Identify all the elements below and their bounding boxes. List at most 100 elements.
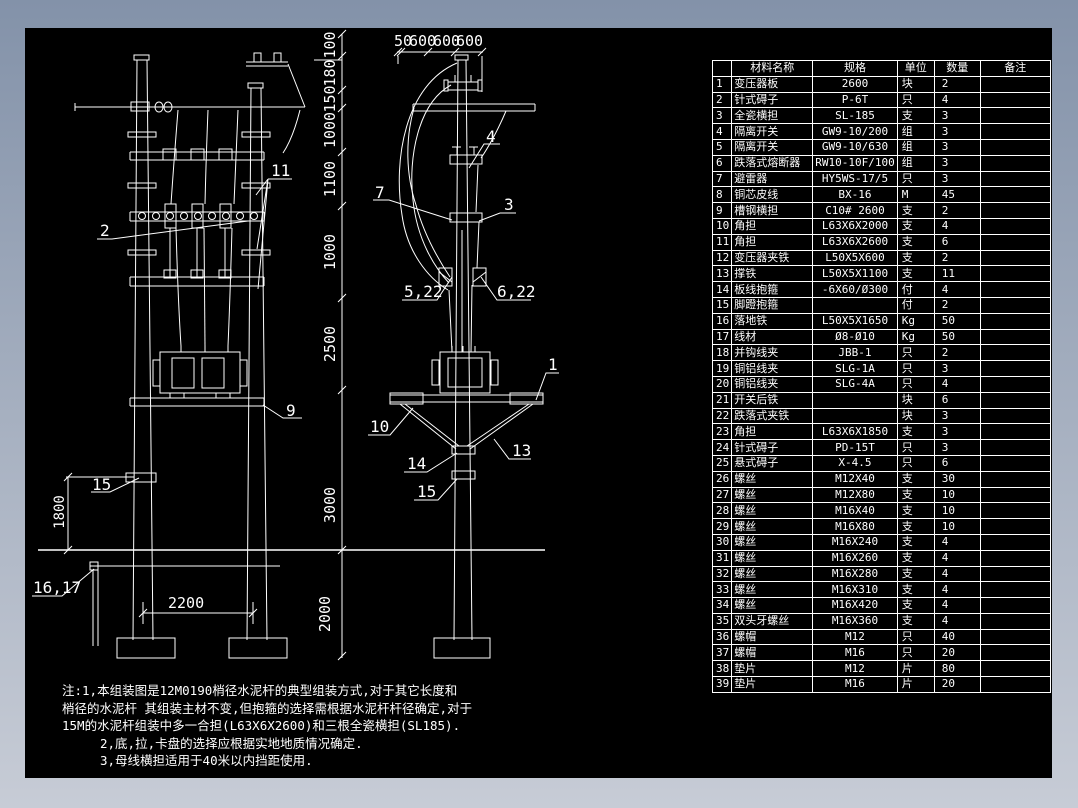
bom-cell: 36 [711,628,733,646]
bom-cell [979,217,1051,235]
bom-cell: 3 [933,123,981,140]
bom-cell: 铜铝线夹 [731,360,814,377]
bom-cell: 螺帽 [731,628,814,646]
bom-cell: 2 [933,296,981,314]
bom-cell [979,312,1051,330]
bom-header-cell [711,60,733,77]
bom-cell: 角担 [731,233,814,251]
bom-cell: 4 [711,123,733,140]
bom-cell: 6 [711,154,733,172]
dim-label: 1800 [52,495,68,529]
bom-cell: M16X260 [812,549,898,567]
bom-cell: 角担 [731,423,814,441]
bom-cell: 6 [933,233,981,251]
bom-cell: 18 [711,344,733,362]
bom-cell [979,597,1051,614]
bom-cell: 支 [896,107,935,125]
bom-cell: 3 [933,439,981,456]
bom-cell: 38 [711,660,733,678]
bom-cell: 支 [896,565,935,583]
bom-cell: 3 [933,407,981,425]
bom-cell: 1 [711,75,733,93]
bom-cell [979,644,1051,662]
bom-cell: 只 [896,439,935,456]
bom-cell [979,565,1051,583]
callout-label: 7 [375,183,385,202]
bom-cell: 只 [896,628,935,646]
bom-cell: 只 [896,170,935,188]
bom-cell: 垫片 [731,676,814,693]
bom-cell: L63X6X2600 [812,233,898,251]
bom-cell: 40 [933,628,981,646]
bom-cell: 4 [933,565,981,583]
bom-cell: 3 [933,154,981,172]
dim-label: 1000 [321,234,339,270]
bom-cell [979,486,1051,504]
bom-cell: 支 [896,502,935,520]
bom-cell: 3 [711,107,733,125]
bom-cell: 支 [896,202,935,219]
bom-cell: 跌落式熔断器 [731,154,814,172]
bom-cell: M16X80 [812,518,898,535]
bom-cell: 付 [896,296,935,314]
bom-cell: 螺丝 [731,565,814,583]
bom-cell: 针式碍子 [731,91,814,109]
bom-cell [979,249,1051,267]
bom-cell: 支 [896,518,935,535]
bom-cell [979,660,1051,678]
bom-cell [979,107,1051,125]
bom-cell: 铜铝线夹 [731,375,814,393]
bom-cell: 开关后铁 [731,391,814,409]
bom-cell [979,518,1051,535]
bom-cell: SLG-4A [812,375,898,393]
bom-cell: 全瓷横担 [731,107,814,125]
bom-cell: M16X40 [812,502,898,520]
dim-label: 2200 [168,594,204,612]
bom-cell [812,296,898,314]
bom-cell: 铜芯皮线 [731,186,814,204]
bom-cell: P-6T [812,91,898,109]
bom-cell: 变压器夹铁 [731,249,814,267]
bom-cell: C10# 2600 [812,202,898,219]
bom-cell [979,281,1051,298]
bom-cell: 16 [711,312,733,330]
bom-cell [979,454,1051,472]
bom-cell: 37 [711,644,733,662]
bom-cell [979,676,1051,693]
bom-cell: 3 [933,107,981,125]
bom-cell: 25 [711,454,733,472]
bom-cell: 50 [933,312,981,330]
bom-cell [979,360,1051,377]
bom-cell: 4 [933,281,981,298]
bom-cell [979,502,1051,520]
bom-header-cell: 规格 [812,60,898,77]
bom-cell [979,91,1051,109]
bom-cell: 24 [711,439,733,456]
bom-cell: 3 [933,170,981,188]
bom-cell: 12 [711,249,733,267]
bom-cell: 螺帽 [731,644,814,662]
bom-cell: 块 [896,391,935,409]
bom-cell: 10 [711,217,733,235]
bom-cell: 8 [711,186,733,204]
side-view-linework [389,54,544,659]
bom-cell [979,470,1051,488]
bom-cell: 4 [933,612,981,630]
callout-label: 1 [548,355,558,374]
callout-label: 5,22 [404,282,443,301]
